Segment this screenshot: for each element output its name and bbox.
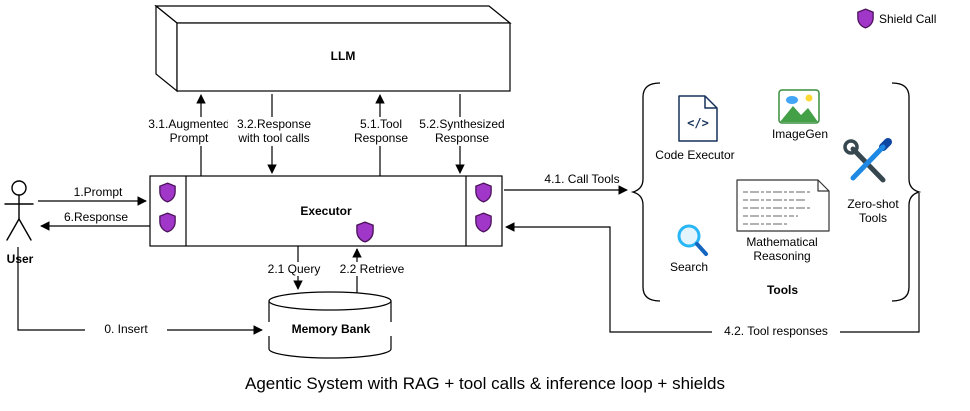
imagegen-icon bbox=[778, 89, 820, 124]
edge-retrieve-label: 2.2 Retrieve bbox=[330, 262, 414, 277]
legend-shield-label: Shield Call bbox=[879, 12, 937, 26]
llm-label: LLM bbox=[330, 49, 356, 63]
edge-tool-responses-line bbox=[505, 193, 920, 333]
imagegen-cloud bbox=[786, 96, 798, 104]
executor-label: Executor bbox=[300, 204, 352, 218]
shield-icon-executor-right-1 bbox=[475, 182, 492, 203]
edge-response-tool-calls-label: 3.2.Response with tool calls bbox=[228, 117, 320, 146]
math-document-icon bbox=[736, 179, 830, 232]
math-formula-lines bbox=[743, 191, 812, 225]
diagram-caption: Agentic System with RAG + tool calls & i… bbox=[244, 374, 725, 393]
edge-synthesized-response-label: 5.2.Synthesized Response bbox=[413, 117, 511, 146]
user-head bbox=[11, 180, 27, 196]
user-leg-right bbox=[18, 218, 32, 241]
screwdriver-shaft bbox=[850, 144, 886, 181]
code-glyph: </> bbox=[687, 116, 709, 130]
left-brace bbox=[630, 82, 661, 302]
llm-node bbox=[154, 4, 512, 93]
shield-icon-executor-right-2 bbox=[475, 212, 492, 233]
zero-shot-tools-label: Zero-shot Tools bbox=[847, 197, 899, 226]
imagegen-hills bbox=[780, 106, 818, 122]
edge-prompt-label: 1.Prompt bbox=[73, 185, 123, 199]
shield-icon-executor-left-1 bbox=[159, 182, 176, 203]
shield-icon-executor-bottom bbox=[356, 221, 374, 243]
user-figure bbox=[4, 180, 34, 241]
search-lens bbox=[677, 224, 701, 248]
edge-call-tools-label: 4.1. Call Tools bbox=[544, 172, 620, 186]
search-label: Search bbox=[669, 260, 709, 274]
edge-augmented-prompt-label: 3.1.Augmented Prompt bbox=[142, 117, 236, 146]
edge-insert-line bbox=[17, 247, 263, 335]
imagegen-label: ImageGen bbox=[771, 127, 829, 141]
shield-icon-executor-left-2 bbox=[159, 212, 176, 233]
right-brace bbox=[891, 82, 922, 302]
code-executor-icon: </> bbox=[678, 95, 718, 142]
edge-query-label: 2.1 Query bbox=[252, 262, 336, 277]
search-icon bbox=[677, 224, 708, 256]
shield-icon-legend bbox=[857, 8, 874, 29]
tools-group-title: Tools bbox=[766, 283, 799, 297]
llm-box-top bbox=[154, 5, 512, 24]
code-executor-label: Code Executor bbox=[655, 148, 735, 162]
user-leg-left bbox=[6, 218, 20, 241]
executor-node bbox=[149, 175, 503, 247]
search-handle bbox=[695, 242, 708, 256]
memory-bank-label: Memory Bank bbox=[268, 322, 394, 337]
edge-insert-label: 0. Insert bbox=[85, 322, 167, 337]
edge-tool-response-label: 5.1.Tool Response bbox=[337, 117, 425, 146]
llm-box-front bbox=[176, 22, 511, 92]
math-reasoning-label: Mathematical Reasoning bbox=[746, 235, 818, 264]
edge-response-label: 6.Response bbox=[63, 210, 129, 224]
memory-bank-top bbox=[268, 291, 392, 311]
imagegen-sun bbox=[805, 94, 813, 102]
tools-group-braces bbox=[630, 82, 922, 302]
code-doc-fold bbox=[704, 96, 717, 109]
wrench-head bbox=[843, 139, 859, 155]
executor-box bbox=[149, 175, 503, 247]
math-doc-fold bbox=[817, 180, 829, 192]
edge-tool-responses-label: 4.2. Tool responses bbox=[712, 324, 840, 339]
math-doc-outline bbox=[736, 179, 830, 232]
zero-shot-tools-icon bbox=[843, 138, 892, 183]
user-label: User bbox=[6, 252, 34, 266]
